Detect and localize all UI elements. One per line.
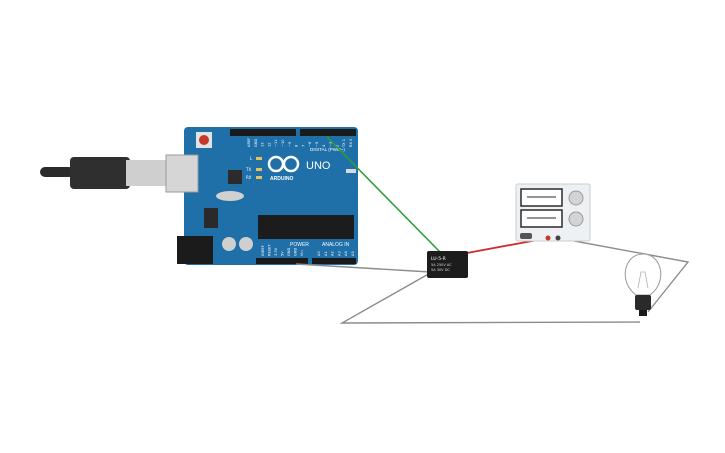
digital-pin-label-7: 8 [295, 144, 299, 147]
capacitor-2 [239, 237, 253, 251]
led-rx [256, 176, 262, 179]
bulb-socket [635, 295, 651, 310]
analog-pin-label-0: A0 [317, 251, 321, 256]
digital-pin-label-12: ~3 [329, 142, 333, 147]
digital-pin-label-4: ~11 [274, 139, 278, 147]
relay-rating-ac: 5A 250V AC [431, 263, 452, 267]
voltage-knob[interactable] [568, 190, 584, 206]
digital-pin-label-8: 7 [301, 145, 305, 147]
digital-pin-label-0: AREF [247, 138, 251, 147]
bulb-glass [624, 253, 662, 296]
digital-pin-label-2: 13 [261, 142, 265, 147]
wire-relay-to-lamp[interactable] [339, 271, 641, 324]
led-label-l: L [250, 156, 253, 161]
crystal [216, 191, 244, 201]
analog-pin-label-3: A3 [337, 251, 341, 256]
led-tx [256, 168, 262, 171]
header-digital-right [300, 129, 356, 136]
header-analog [312, 258, 356, 264]
led-label-tx: TX [245, 167, 251, 172]
arduino-infinity-logo [267, 155, 300, 173]
digital-pin-label-11: 4 [322, 144, 326, 147]
reset-button[interactable] [199, 135, 209, 145]
digital-pin-label-14: TX 1 [342, 139, 346, 148]
digital-pin-label-6: ~9 [288, 141, 292, 147]
header-digital-left [230, 129, 296, 136]
led-label-rx: RX [246, 175, 252, 180]
arduino-uno-board[interactable]: L TX RX UNO ARDUINO DIGITAL (PWM~) POWER… [165, 127, 358, 265]
power-pin-label-3: 5V [281, 251, 285, 256]
usb-cable[interactable] [40, 157, 166, 189]
digital-pin-label-15: RX 0 [349, 138, 353, 147]
usb-chip [228, 170, 242, 184]
usb-plug-body [70, 157, 130, 189]
power-pin-label-6: Vin [300, 250, 304, 256]
wire-supply-to-lamp[interactable] [557, 237, 690, 313]
analog-pin-label-1: A1 [324, 251, 328, 256]
usb-port [165, 154, 199, 193]
relay-rating-dc: 5A 30V DC [431, 268, 450, 272]
digital-pin-label-9: ~6 [308, 141, 312, 147]
power-pin-label-0: IOREF [261, 245, 265, 256]
usb-cable-cord [40, 167, 74, 177]
atmega-chip [258, 215, 354, 239]
analog-pin-label-4: A4 [344, 251, 348, 256]
digital-pin-label-13: 2 [335, 145, 339, 147]
wire-signal-pin[interactable] [326, 136, 441, 253]
current-knob[interactable] [568, 211, 584, 227]
led-l [256, 157, 262, 160]
supply-switch[interactable] [520, 233, 532, 239]
digital-pin-label-5: ~10 [281, 139, 285, 147]
wire-gnd-to-relay[interactable] [295, 263, 431, 273]
board-brand-label: ARDUINO [270, 176, 293, 182]
dc-power-supply[interactable] [515, 183, 591, 242]
power-header-label: POWER [290, 242, 309, 248]
terminal-negative[interactable] [555, 235, 561, 241]
power-pin-label-5: GND [294, 248, 298, 256]
power-pin-label-4: GND [287, 248, 291, 256]
digital-pin-label-3: 12 [267, 142, 271, 147]
bulb-base [639, 310, 647, 316]
header-power [256, 258, 308, 264]
terminal-positive[interactable] [545, 235, 551, 241]
analog-header-label: ANALOG IN [322, 242, 350, 248]
board-model-label: UNO [306, 160, 331, 172]
digital-pin-label-10: ~5 [315, 142, 319, 147]
relay-module[interactable]: LU-5-R 5A 250V AC 5A 30V DC [427, 251, 468, 278]
analog-pin-label-5: A5 [351, 251, 355, 256]
voltage-regulator [204, 208, 218, 228]
digital-header-label: DIGITAL (PWM~) [310, 147, 345, 152]
usb-plug-metal [126, 160, 166, 186]
analog-pin-label-2: A2 [331, 251, 335, 256]
power-pin-label-2: 3.3V [274, 247, 278, 256]
relay-body [427, 251, 468, 278]
on-led [346, 169, 356, 173]
digital-pin-label-1: GND [254, 139, 258, 147]
light-bulb[interactable] [624, 253, 662, 316]
capacitor-1 [222, 237, 236, 251]
power-jack [177, 236, 213, 264]
bulb-filament [637, 271, 649, 289]
power-pin-label-1: RESET [268, 244, 272, 256]
relay-title: LU-5-R [431, 256, 446, 262]
